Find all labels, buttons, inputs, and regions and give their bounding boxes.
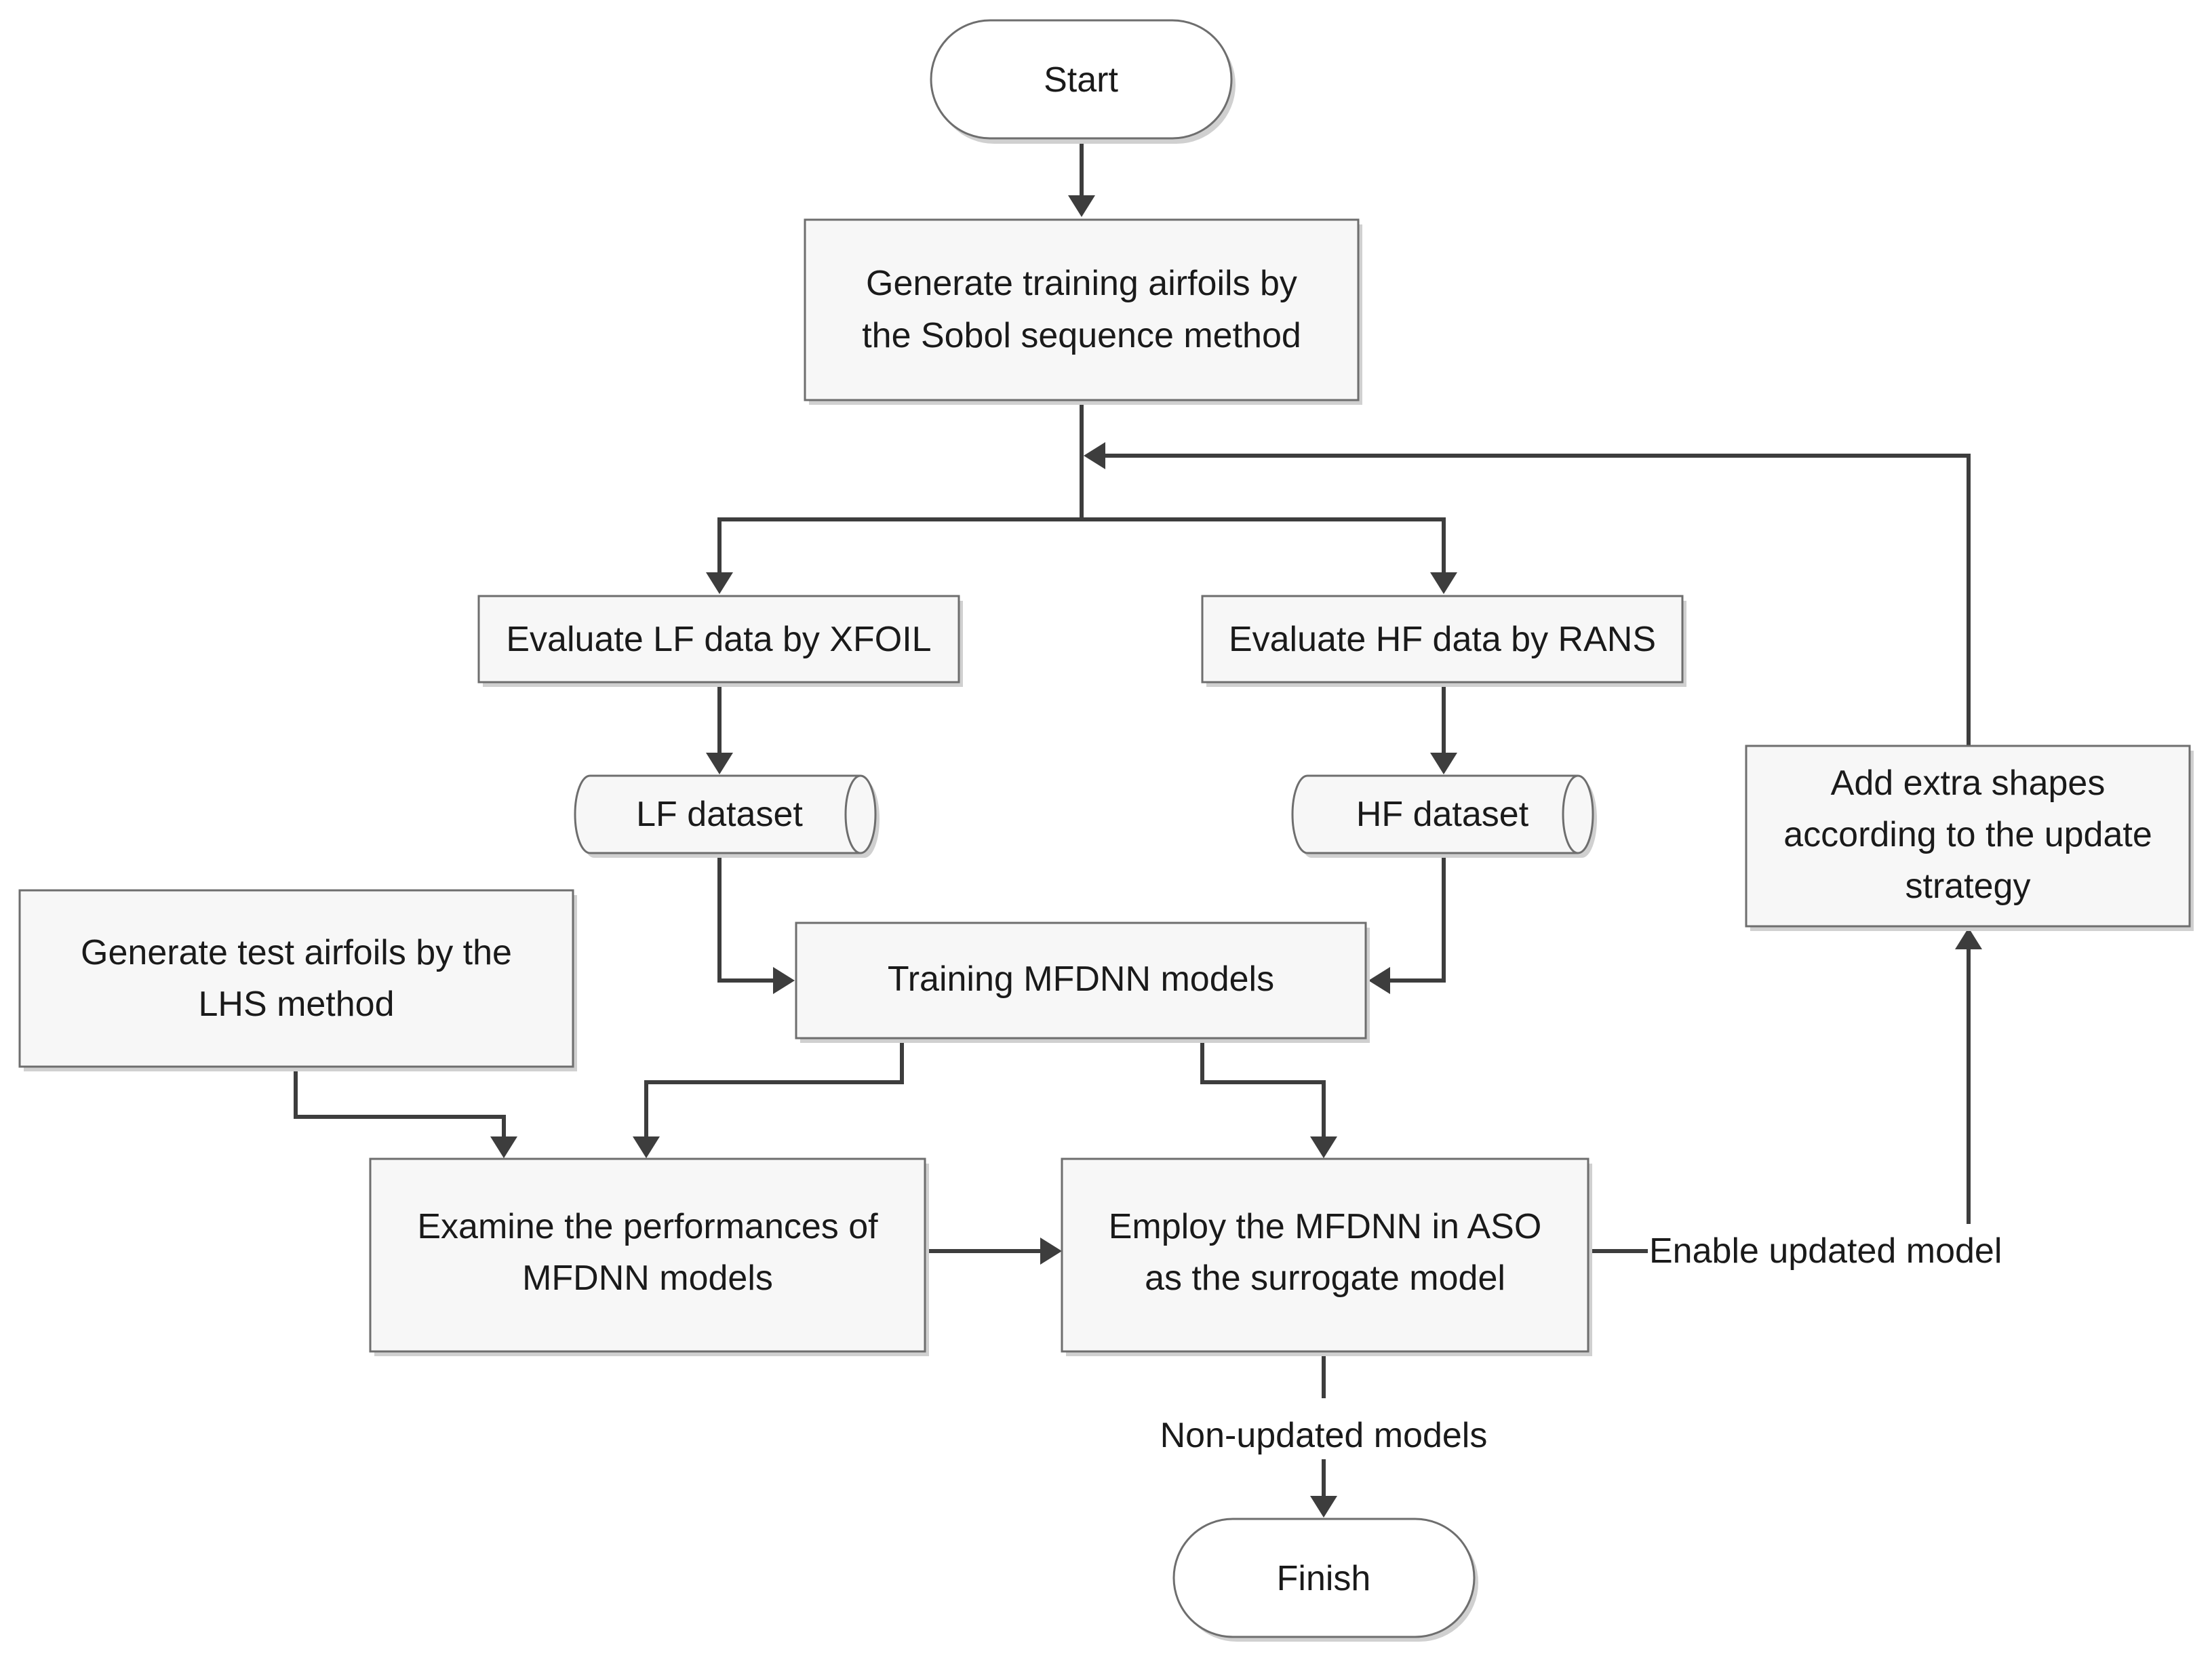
arrowhead bbox=[1430, 572, 1457, 594]
training-mfdnn-process: Training MFDNN models bbox=[795, 922, 1370, 1043]
arrowhead bbox=[1310, 1496, 1337, 1518]
arrowhead bbox=[1068, 195, 1095, 217]
arrowhead bbox=[706, 572, 733, 594]
add-shapes-label: strategy bbox=[1905, 867, 2031, 906]
employ-label: Employ the MFDNN in ASO bbox=[1109, 1207, 1542, 1246]
arrowhead bbox=[1368, 967, 1390, 994]
hf-dataset-storage: HF dataset bbox=[1291, 774, 1597, 858]
lf-dataset-storage: LF dataset bbox=[574, 774, 880, 858]
arrowhead bbox=[1430, 753, 1457, 774]
edge-hf-dataset-to-training bbox=[1389, 853, 1446, 983]
evaluate-hf-process: Evaluate HF data by RANS bbox=[1201, 595, 1686, 687]
edge-add-shapes-loop-back bbox=[1104, 454, 1971, 746]
evaluate-hf-label: Evaluate HF data by RANS bbox=[1229, 620, 1656, 659]
lf-dataset-label: LF dataset bbox=[636, 795, 803, 834]
generate-test-label: Generate test airfoils by the bbox=[81, 933, 512, 972]
generate-test-label: LHS method bbox=[198, 985, 394, 1024]
examine-label: Examine the performances of bbox=[417, 1207, 878, 1246]
start-label: Start bbox=[1044, 60, 1118, 100]
arrowhead bbox=[1040, 1238, 1062, 1265]
arrowhead bbox=[1955, 928, 1982, 949]
edge-split-to-evaluate-hf bbox=[1082, 517, 1446, 574]
generate-training-label: the Sobol sequence method bbox=[862, 316, 1301, 355]
training-mfdnn-label: Training MFDNN models bbox=[888, 959, 1274, 999]
start-terminal: Start bbox=[930, 19, 1236, 144]
edge-split-to-evaluate-lf bbox=[717, 517, 1082, 574]
arrowhead bbox=[490, 1136, 517, 1158]
evaluate-lf-process: Evaluate LF data by XFOIL bbox=[477, 595, 963, 687]
add-shapes-label: according to the update bbox=[1783, 815, 2152, 854]
edge-lf-dataset-to-training bbox=[717, 853, 774, 983]
employ-process: Employ the MFDNN in ASO as the surrogate… bbox=[1061, 1158, 1592, 1356]
generate-test-process: Generate test airfoils by the LHS method bbox=[18, 889, 577, 1071]
edge-training-to-examine bbox=[644, 1039, 904, 1138]
arrowhead bbox=[1310, 1136, 1337, 1158]
edge-generate-test-to-examine bbox=[294, 1070, 506, 1138]
examine-label: MFDNN models bbox=[522, 1259, 773, 1298]
non-updated-models-label: Non-updated models bbox=[1160, 1416, 1488, 1455]
arrowhead bbox=[1084, 442, 1105, 469]
finish-terminal: Finish bbox=[1172, 1518, 1478, 1642]
add-shapes-process: Add extra shapes according to the update… bbox=[1745, 745, 2194, 931]
enable-updated-model-label: Enable updated model bbox=[1649, 1231, 2002, 1271]
arrowhead bbox=[773, 967, 795, 994]
edge-training-to-employ bbox=[1200, 1039, 1326, 1138]
generate-training-label: Generate training airfoils by bbox=[866, 264, 1297, 303]
arrowhead bbox=[706, 753, 733, 774]
arrowhead bbox=[633, 1136, 660, 1158]
generate-training-process: Generate training airfoils by the Sobol … bbox=[804, 218, 1362, 405]
examine-process: Examine the performances of MFDNN models bbox=[369, 1158, 929, 1356]
hf-dataset-label: HF dataset bbox=[1356, 795, 1529, 834]
evaluate-lf-label: Evaluate LF data by XFOIL bbox=[506, 620, 931, 659]
add-shapes-label: Add extra shapes bbox=[1831, 764, 2106, 803]
employ-label: as the surrogate model bbox=[1145, 1259, 1505, 1298]
finish-label: Finish bbox=[1277, 1559, 1371, 1598]
